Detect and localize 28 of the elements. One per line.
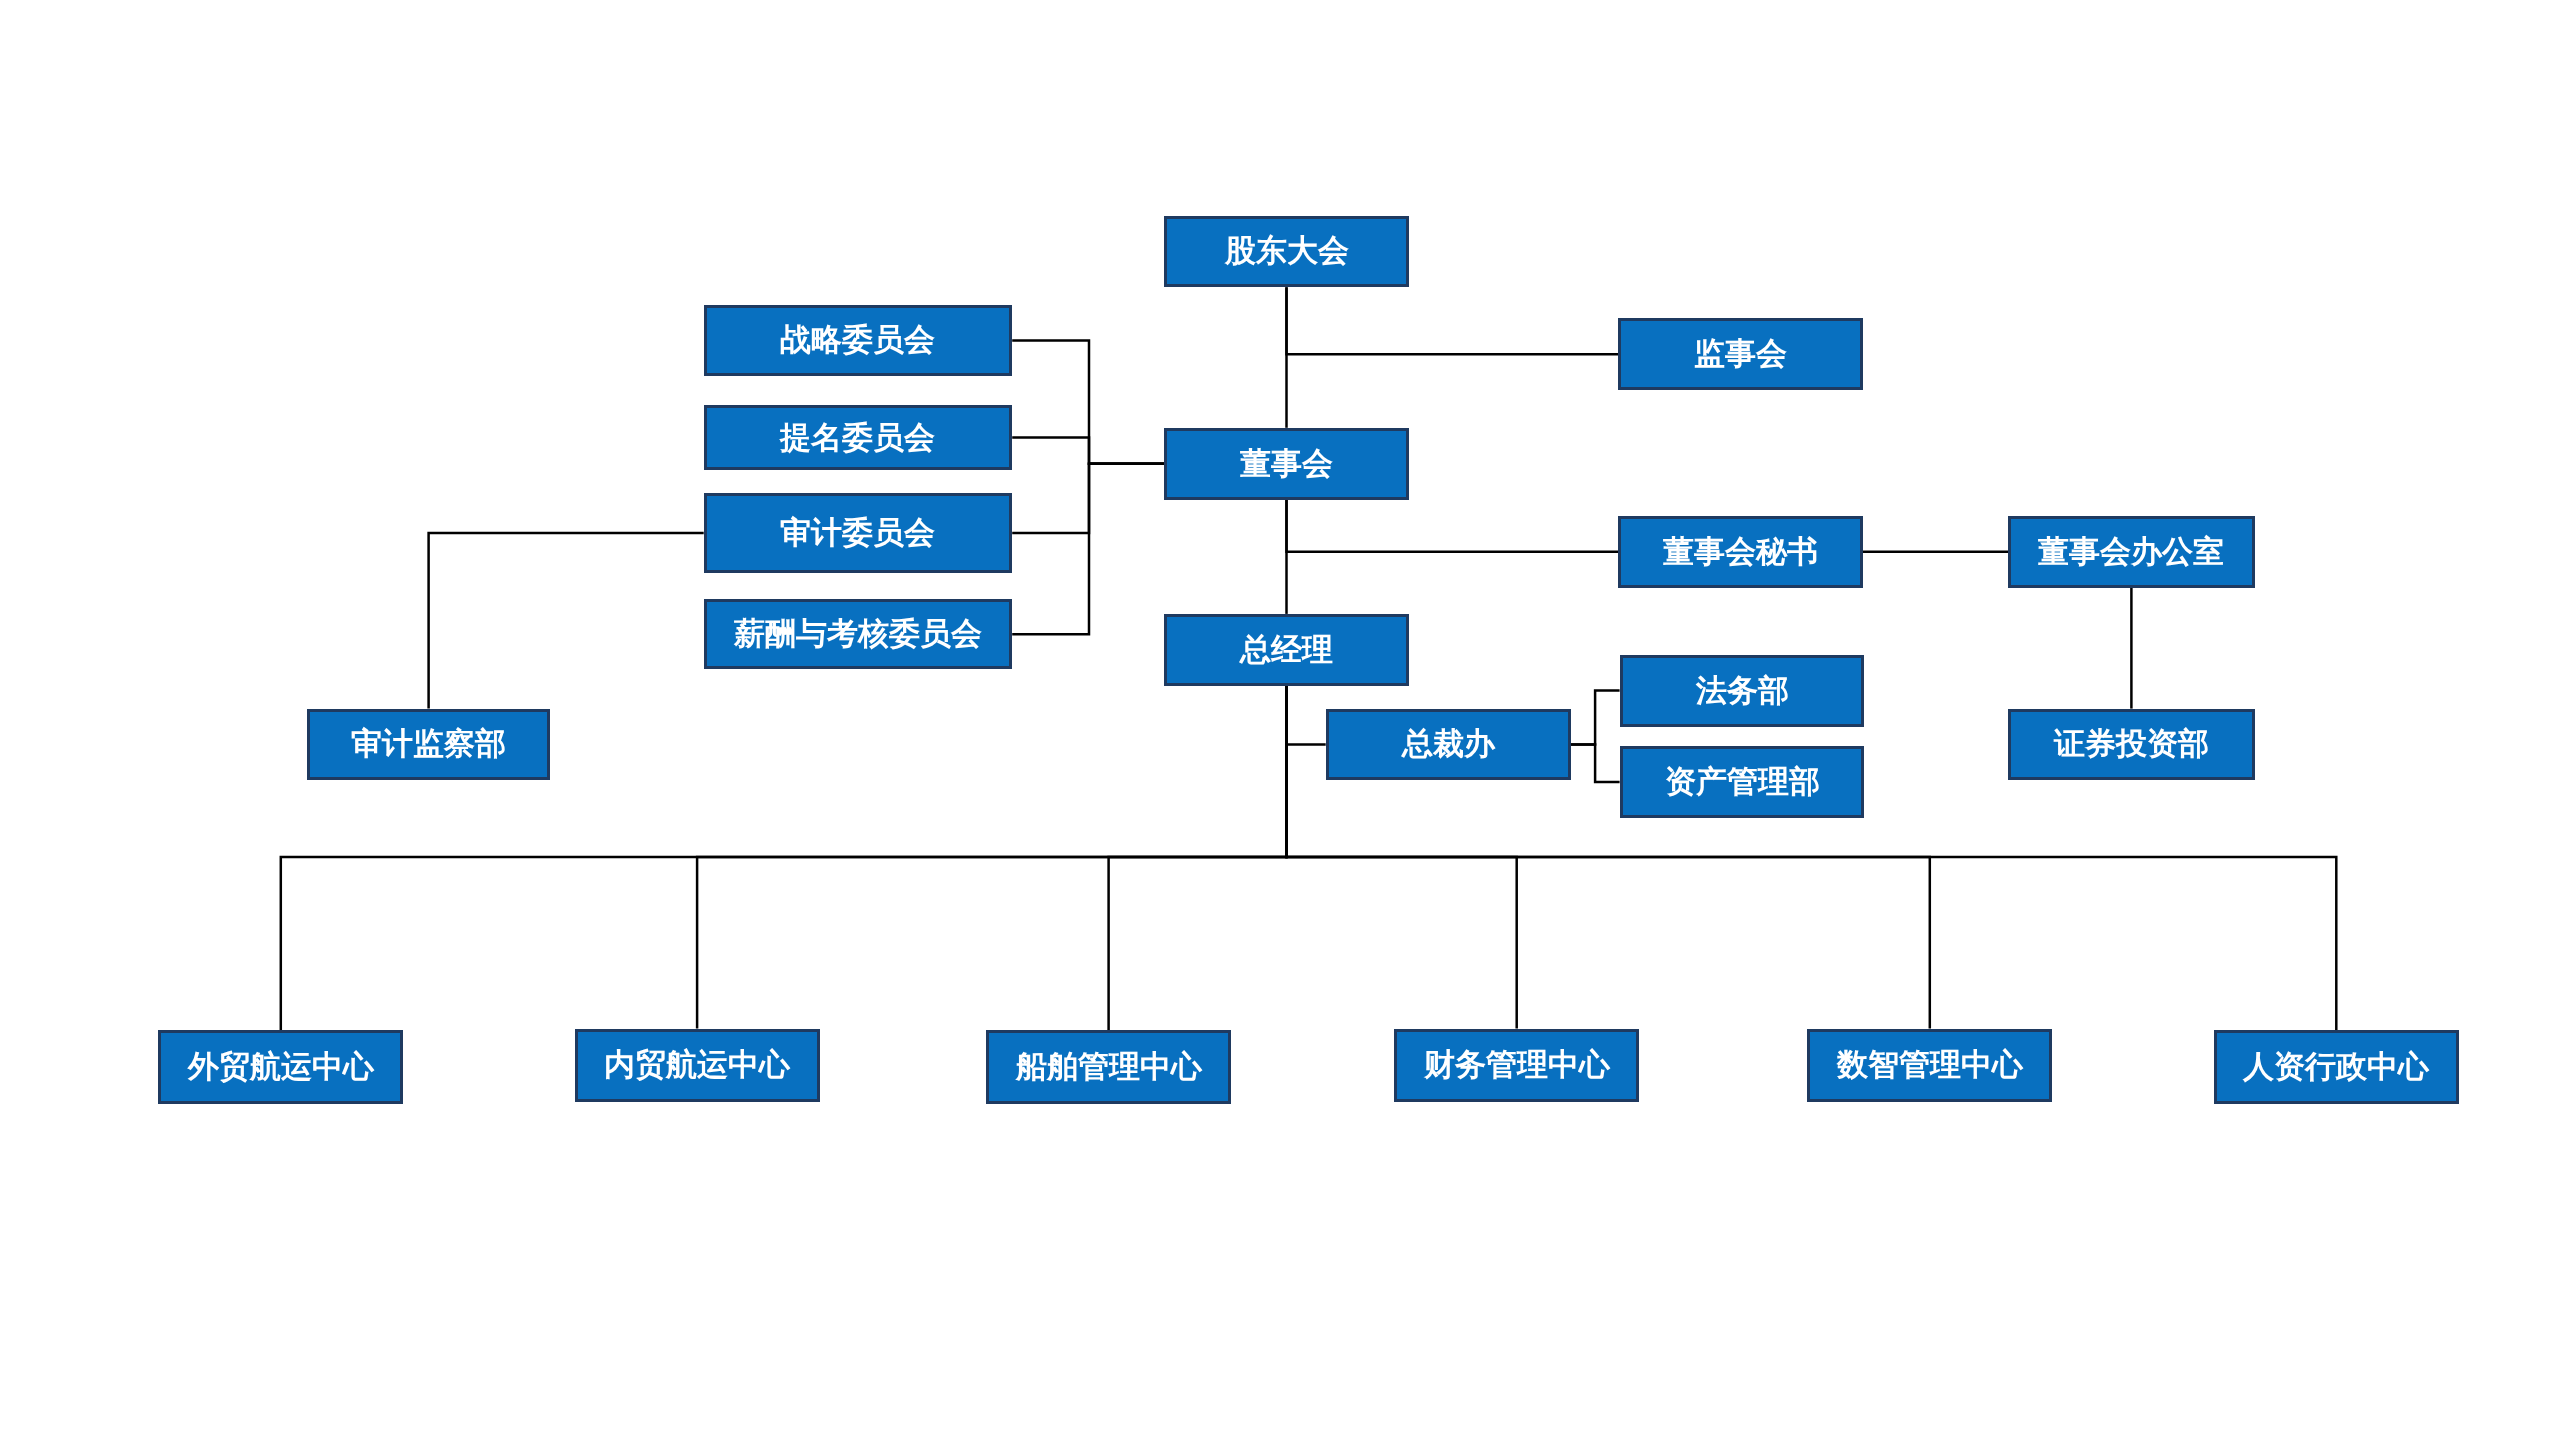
org-box: 总裁办	[1325, 708, 1571, 781]
connector-line	[427, 531, 704, 709]
org-box: 资产管理部	[1619, 746, 1865, 818]
connector-line	[1285, 499, 1618, 554]
connector-line	[1012, 462, 1165, 636]
org-box: 财务管理中心	[1394, 1028, 1640, 1103]
org-box: 董事会办公室	[2008, 515, 2255, 588]
org-box: 总经理	[1164, 613, 1409, 686]
org-box: 战略委员会	[703, 305, 1013, 376]
org-box: 内贸航运中心	[574, 1028, 820, 1103]
connector-line	[1862, 550, 2009, 554]
connector-line	[1570, 743, 1620, 784]
org-box: 船舶管理中心	[986, 1030, 1231, 1104]
org-box: 证券投资部	[2008, 708, 2255, 781]
org-box: 董事会	[1164, 427, 1409, 500]
org-box: 薪酬与考核委员会	[703, 599, 1013, 670]
org-box: 审计委员会	[703, 493, 1013, 574]
org-box: 股东大会	[1164, 215, 1409, 288]
org-box: 人资行政中心	[2213, 1030, 2459, 1104]
connector-line	[2130, 587, 2133, 709]
org-box: 提名委员会	[703, 404, 1013, 471]
connector-line	[1285, 287, 1618, 356]
org-box: 监事会	[1617, 318, 1863, 391]
org-box: 审计监察部	[306, 708, 551, 781]
org-box: 董事会秘书	[1617, 515, 1863, 588]
org-box: 数智管理中心	[1807, 1028, 2053, 1103]
org-box: 外贸航运中心	[158, 1030, 404, 1104]
org-box: 法务部	[1619, 654, 1865, 727]
